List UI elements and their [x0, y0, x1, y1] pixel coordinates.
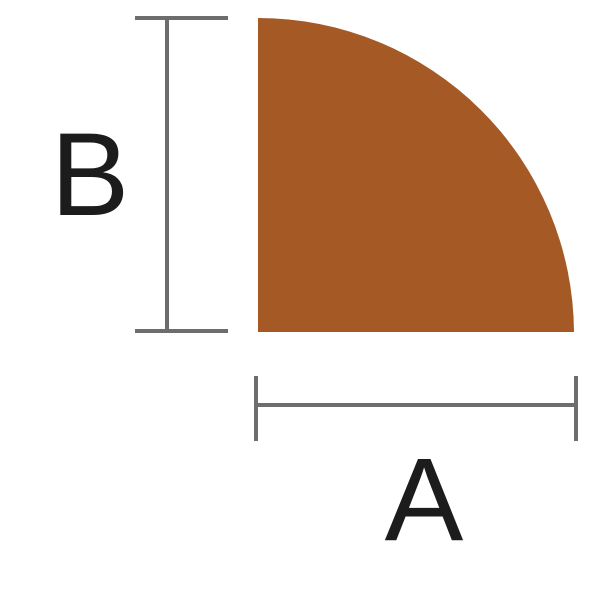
- quarter-round-profile: [258, 18, 574, 332]
- height-label: B: [51, 109, 130, 241]
- width-label: A: [385, 434, 464, 566]
- width-dimension: [254, 376, 578, 441]
- height-dimension: [135, 16, 228, 333]
